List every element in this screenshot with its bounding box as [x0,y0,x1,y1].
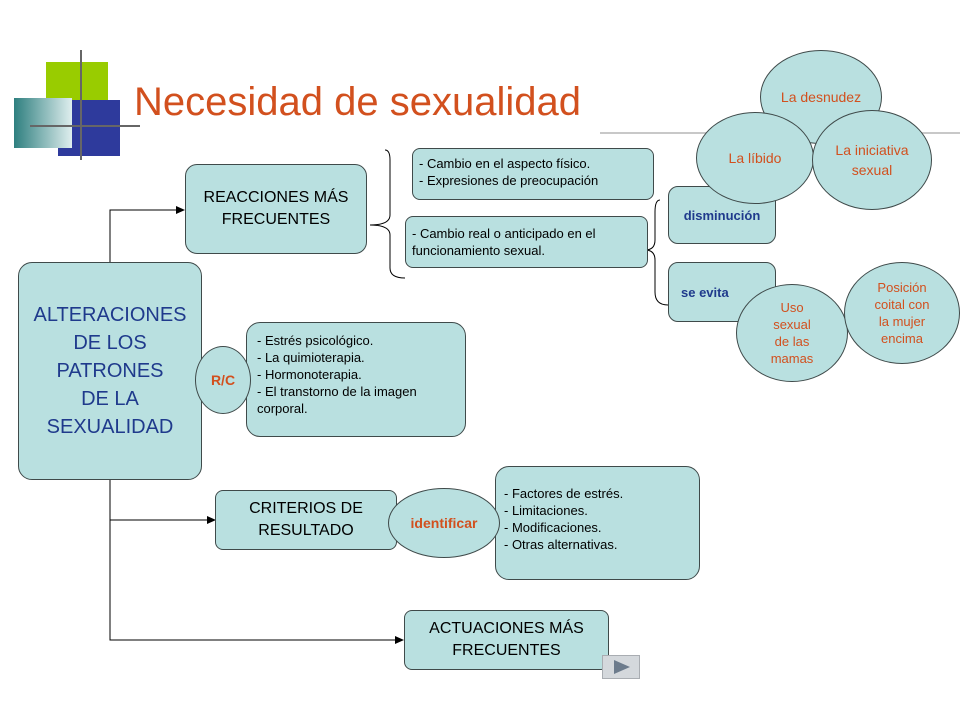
posicion-line: Posición [877,280,927,295]
posicion-ellipse: Posición coital con la mujer encima [844,262,960,364]
reacciones-list-2: - Cambio real o anticipado en el funcion… [405,216,648,268]
list-item: - Modificaciones. [504,520,602,535]
actuaciones-line: FRECUENTES [452,642,561,659]
connector-trunk-down [109,480,400,641]
criterios-line: CRITERIOS DE [249,500,363,517]
brace-reacciones [369,149,406,279]
reacciones-line: FRECUENTES [221,211,331,228]
la-iniciativa-line: sexual [851,162,893,178]
rc-list: - Estrés psicológico. - La quimioterapia… [246,322,466,437]
deco-horizontal-line [30,125,140,127]
play-arrow-icon [614,660,630,674]
disminucion-label: disminución [683,207,761,223]
alteraciones-line: PATRONES [56,360,164,382]
la-desnudez-label: La desnudez [780,89,862,105]
criterios-line: RESULTADO [258,522,354,539]
arrowhead-criterios [207,516,216,524]
alteraciones-line: DE LOS [73,332,147,354]
list-item: - El transtorno de la imagen [257,384,417,399]
rc-label: R/C [210,372,236,388]
identificar-ellipse: identificar [388,488,500,558]
la-iniciativa-line: La iniciativa [835,142,909,158]
page-title: Necesidad de sexualidad [134,80,581,124]
criterios-box: CRITERIOS DE RESULTADO [215,490,397,550]
alteraciones-line: DE LA [81,388,139,410]
actuaciones-box: ACTUACIONES MÁS FRECUENTES [404,610,609,670]
deco-vertical-line [80,50,82,160]
uso-mamas-line: de las [774,334,810,349]
reacciones-list-1: - Cambio en el aspecto físico. - Expresi… [412,148,654,200]
list-item: - Cambio real o anticipado en el [412,226,596,241]
la-libido-ellipse: La líbido [696,112,814,204]
uso-mamas-line: Uso [780,300,804,315]
rc-ellipse: R/C [195,346,251,414]
brace-cambio [644,199,669,306]
uso-mamas-ellipse: Uso sexual de las mamas [736,284,848,382]
identificar-label: identificar [410,515,478,531]
reacciones-line: REACCIONES MÁS [203,189,349,206]
reacciones-box: REACCIONES MÁS FRECUENTES [185,164,367,254]
alteraciones-line: ALTERACIONES [33,304,187,326]
deco-teal-square [14,98,72,148]
se-evita-label: se evita [681,284,729,300]
arrowhead-reacciones [176,206,185,214]
actuaciones-line: ACTUACIONES MÁS [429,620,584,637]
alteraciones-box: ALTERACIONES DE LOS PATRONES DE LA SEXUA… [18,262,202,480]
list-item: - Factores de estrés. [504,486,624,501]
list-item: - Hormonoterapia. [257,367,362,382]
list-item: - Expresiones de preocupación [419,173,599,188]
list-item: - Limitaciones. [504,503,588,518]
corner-decoration [0,0,140,160]
posicion-line: la mujer [878,314,926,329]
uso-mamas-line: mamas [770,351,814,366]
list-item: - Cambio en el aspecto físico. [419,156,591,171]
uso-mamas-line: sexual [773,317,811,332]
list-item: - La quimioterapia. [257,350,365,365]
list-item: - Otras alternativas. [504,537,618,552]
next-slide-button[interactable] [602,655,640,679]
posicion-line: encima [881,331,923,346]
la-iniciativa-ellipse: La iniciativa sexual [812,110,932,210]
connector-trunk [109,209,180,262]
la-libido-label: La líbido [728,150,782,166]
list-item: - Estrés psicológico. [257,333,374,348]
arrowhead-actuaciones [395,636,404,644]
identificar-list: - Factores de estrés. - Limitaciones. - … [495,466,700,580]
list-item: corporal. [257,401,308,416]
list-item: funcionamiento sexual. [412,243,545,258]
posicion-line: coital con [874,297,930,312]
alteraciones-line: SEXUALIDAD [46,416,174,438]
